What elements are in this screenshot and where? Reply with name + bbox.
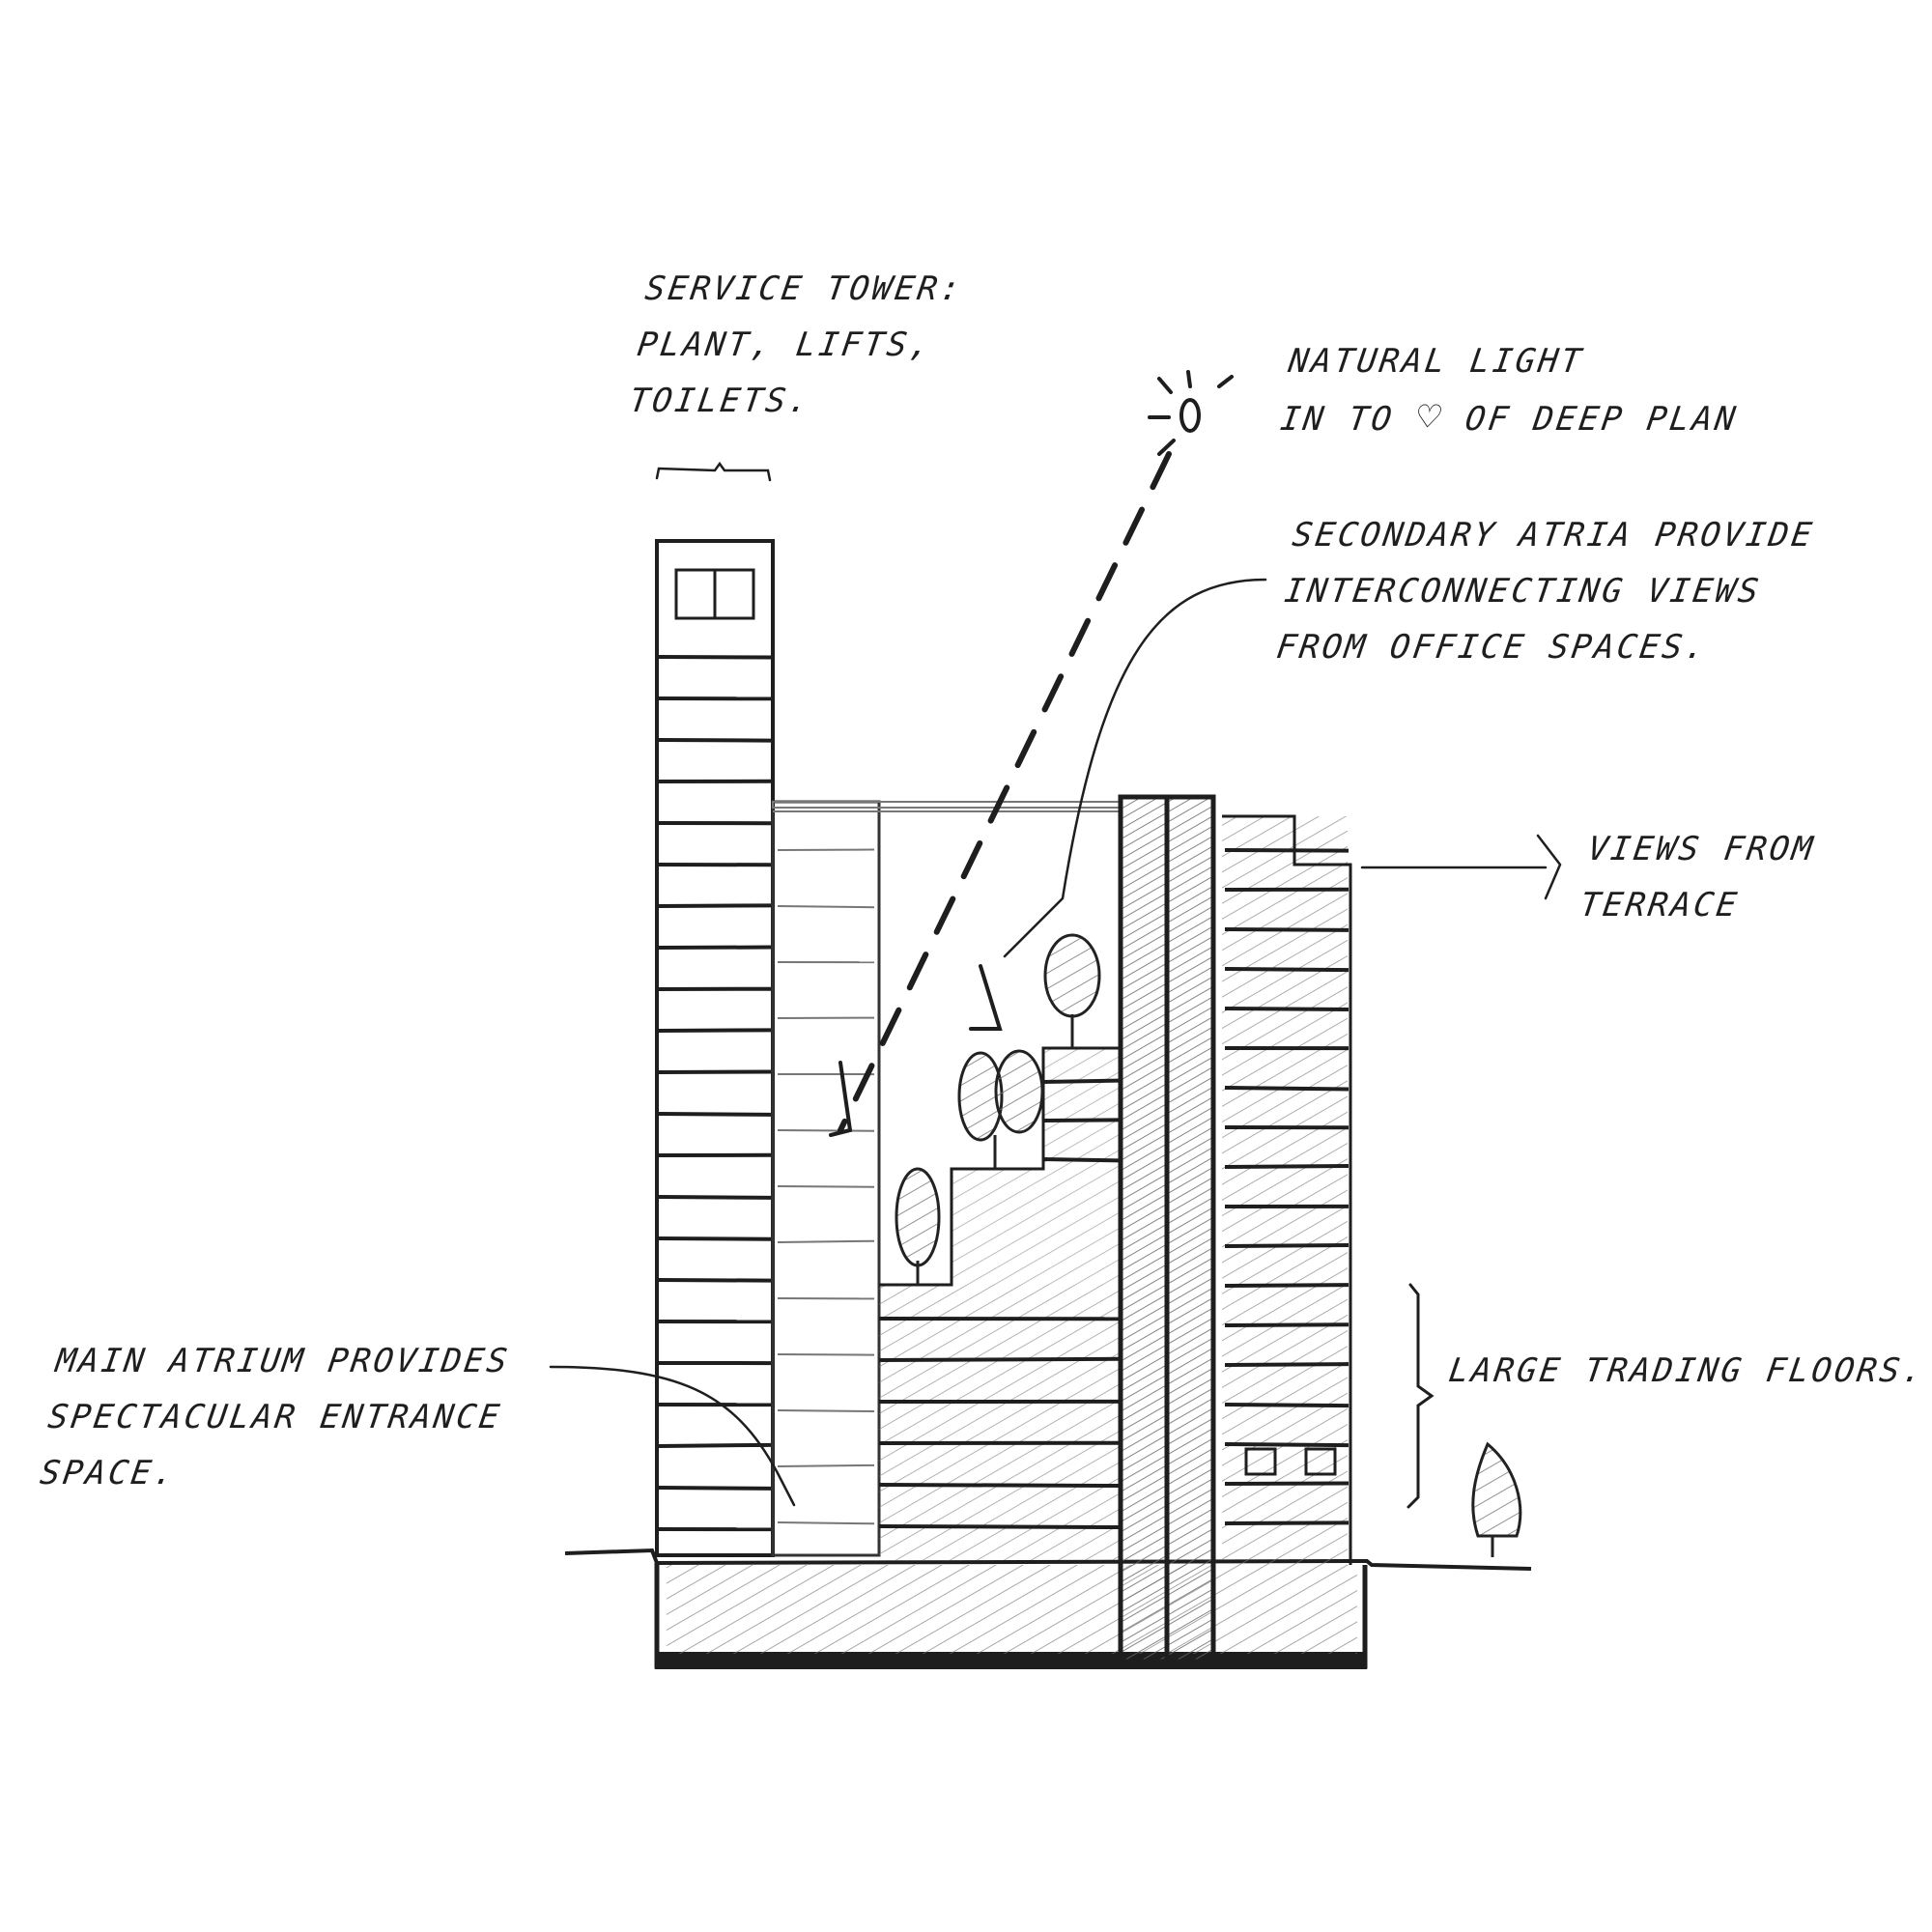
- main-atrium-line-1: MAIN ATRIUM PROVIDES: [52, 1333, 514, 1389]
- east-floor-slab: [1225, 1166, 1349, 1167]
- service-tower: [657, 541, 773, 1555]
- office-floor-slab: [879, 1359, 1119, 1360]
- east-wing: [1222, 816, 1350, 1565]
- main-atrium-note: MAIN ATRIUM PROVIDES SPECTACULAR ENTRANC…: [37, 1333, 514, 1501]
- secondary-atria-line-2: INTERCONNECTING VIEWS: [1281, 563, 1810, 619]
- east-floor-slab: [1225, 969, 1349, 970]
- main-atrium-line-2: SPECTACULAR ENTRANCE: [44, 1389, 506, 1445]
- tower-floor-slab: [659, 1445, 771, 1446]
- office-floor-slab: [1043, 1120, 1119, 1121]
- tower-floor-slab: [659, 1238, 771, 1239]
- secondary-atria-note: SECONDARY ATRIA PROVIDE INTERCONNECTING …: [1273, 507, 1818, 675]
- office-floor-slab: [879, 1485, 1119, 1486]
- atrium-ledge: [778, 1241, 874, 1242]
- atrium-ledge: [778, 1354, 874, 1355]
- atrium-ledge: [778, 906, 874, 907]
- office-floor-slab: [1043, 1081, 1119, 1082]
- main-atrium: [773, 802, 879, 1555]
- tower-floor-slab: [659, 657, 771, 658]
- service-tower-line-1: SERVICE TOWER:: [641, 261, 967, 317]
- tower-floor-slab: [659, 1197, 771, 1198]
- tower-floor-slab: [659, 1030, 771, 1031]
- views-from-terrace-line-1: VIEWS FROM: [1584, 821, 1819, 877]
- tower-floor-slab: [659, 1488, 771, 1489]
- trading-floors-line-1: LARGE TRADING FLOORS.: [1445, 1343, 1929, 1399]
- service-tower-note: SERVICE TOWER: PLANT, LIFTS, TOILETS.: [626, 261, 967, 429]
- tower-floor-slab: [659, 905, 771, 906]
- natural-light-note: NATURAL LIGHT IN TO ♡ OF DEEP PLAN: [1277, 333, 1750, 447]
- main-atrium-line-3: SPACE.: [37, 1445, 498, 1501]
- service-tower-line-2: PLANT, LIFTS,: [634, 317, 959, 373]
- east-floor-slab: [1225, 1405, 1349, 1406]
- east-floor-slab: [1225, 929, 1349, 930]
- tower-floor-slab: [659, 1071, 771, 1072]
- east-floor-slab: [1225, 1522, 1349, 1523]
- natural-light-line-1: NATURAL LIGHT: [1285, 333, 1749, 389]
- natural-light-line-2: IN TO ♡ OF DEEP PLAN: [1277, 389, 1742, 447]
- sun-icon: [1150, 372, 1232, 454]
- trading-floors-note: LARGE TRADING FLOORS.: [1445, 1343, 1929, 1399]
- views-from-terrace-line-2: TERRACE: [1577, 877, 1811, 933]
- east-floor-slab: [1225, 1088, 1349, 1089]
- atrium-ledge: [778, 1130, 874, 1131]
- atrium-ledge: [778, 1186, 874, 1187]
- secondary-atria-line-1: SECONDARY ATRIA PROVIDE: [1289, 507, 1818, 563]
- natural-light-deep-plan: OF DEEP PLAN: [1463, 400, 1740, 439]
- heart-icon: ♡: [1414, 395, 1447, 440]
- east-floor-slab: [1225, 1245, 1349, 1246]
- office-floor-slab: [879, 1526, 1119, 1527]
- views-from-terrace-note: VIEWS FROM TERRACE: [1577, 821, 1819, 933]
- tower-floor-slab: [659, 1114, 771, 1115]
- core-shaft: [1121, 797, 1213, 1662]
- basement-hatch: [667, 1565, 1357, 1654]
- east-floor-slab: [1225, 850, 1349, 851]
- atrium-ledge: [778, 1410, 874, 1411]
- natural-light-in-to: IN TO: [1278, 400, 1397, 439]
- office-floor-slab: [1043, 1159, 1119, 1160]
- atrium-ledge: [778, 1465, 874, 1466]
- east-floor-slab: [1225, 1444, 1349, 1445]
- service-tower-line-3: TOILETS.: [626, 373, 952, 429]
- secondary-atria-line-3: FROM OFFICE SPACES.: [1273, 619, 1803, 675]
- atrium-ledge: [778, 1522, 874, 1523]
- tower-floor-slab: [659, 740, 771, 741]
- east-floor-slab: [1225, 1324, 1349, 1325]
- east-floor-slab: [1225, 1285, 1349, 1286]
- tower-floor-slab: [659, 1280, 771, 1281]
- east-floor-slab: [1225, 1364, 1349, 1365]
